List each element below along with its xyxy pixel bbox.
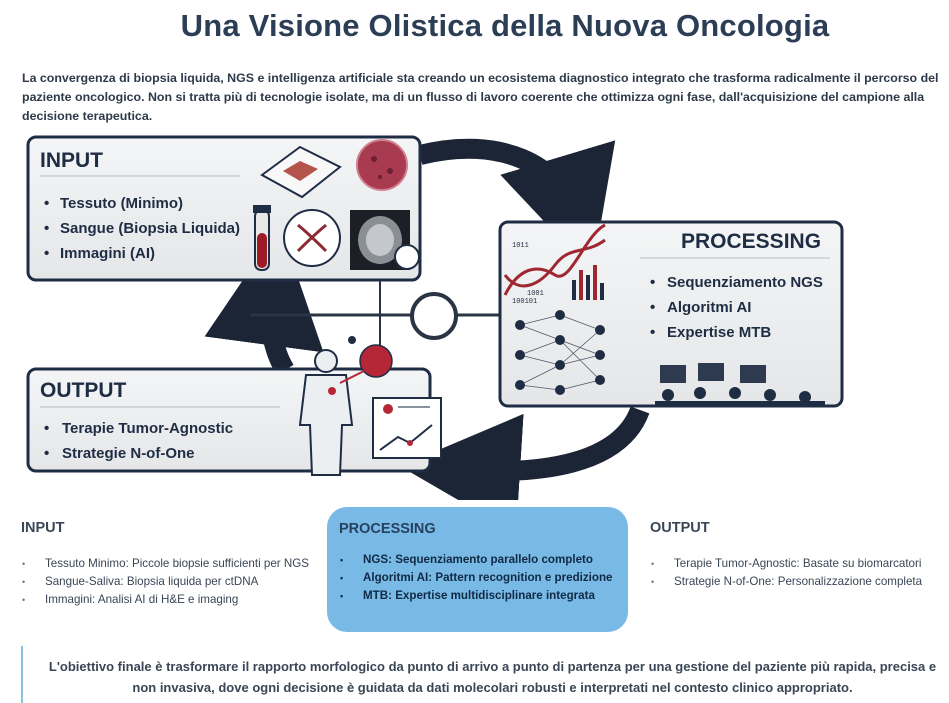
svg-text:•: • [44, 245, 49, 262]
svg-text:•: • [44, 220, 49, 237]
summary-output-item: Strategie N-of-One: Personalizzazione co… [650, 573, 949, 591]
workflow-diagram: INPUT • Tessuto (Minimo) • Sangue (Biopsia… [26, 135, 844, 500]
processing-item-1: Sequenziamento NGS [667, 274, 823, 291]
output-item-1: Terapie Tumor-Agnostic [62, 420, 233, 437]
page-title: Una Visione Olistica della Nuova Oncolog… [180, 8, 830, 43]
binary-text-2: 1001 [527, 290, 544, 298]
input-item-2: Sangue (Biopsia Liquida) [60, 220, 240, 237]
quote-accent-bar [21, 646, 23, 703]
processing-heading: PROCESSING [681, 230, 821, 253]
arrow-processing-to-output [400, 405, 650, 500]
summary-processing-item: Algoritmi AI: Pattern recognition e pred… [339, 569, 613, 587]
summary-processing-item: MTB: Expertise multidisciplinare integra… [339, 587, 613, 605]
intro-paragraph: La convergenza di biopsia liquida, NGS e… [22, 71, 939, 123]
patient-chart-icon [372, 397, 442, 459]
binary-text-3: 100101 [512, 298, 537, 306]
brain-mri-icon [350, 210, 420, 270]
tumor-cell-icon [339, 336, 393, 384]
dna-helix-icon [503, 223, 606, 296]
processing-item-3: Expertise MTB [667, 324, 771, 341]
human-body-icon [298, 349, 354, 476]
summary-input-heading: INPUT [21, 520, 65, 536]
summary-processing-item: NGS: Sequenziamento parallelo completo [339, 551, 613, 569]
summary-input-item: Sangue-Saliva: Biopsia liquida per ctDNA [21, 573, 321, 591]
conclusion-quote: L'obiettivo finale è trasformare il rapp… [48, 659, 937, 695]
hub-circle [410, 292, 458, 340]
neural-network-icon [519, 314, 601, 391]
histology-circle-icon [356, 139, 408, 191]
binary-text-1: 1011 [512, 242, 529, 250]
output-heading: OUTPUT [40, 379, 127, 402]
input-item-3: Immagini (AI) [60, 245, 155, 262]
input-item-1: Tessuto (Minimo) [60, 195, 183, 212]
arrow-output-to-input [204, 225, 324, 376]
processing-panel [498, 220, 844, 408]
input-heading: INPUT [40, 149, 103, 172]
svg-text:•: • [44, 445, 49, 462]
summary-input-item: Immagini: Analisi AI di H&E e imaging [21, 591, 321, 609]
processing-item-2: Algoritmi AI [667, 299, 751, 316]
tissue-slide-icon [260, 145, 342, 199]
summary-output-item: Terapie Tumor-Agnostic: Basate su biomar… [650, 555, 949, 573]
summary-input-item: Tessuto Minimo: Piccole biopsie sufficie… [21, 555, 321, 573]
summary-column-input: INPUT Tessuto Minimo: Piccole biopsie su… [21, 520, 321, 609]
summary-processing-card: PROCESSING NGS: Sequenziamento parallelo… [327, 507, 628, 632]
bar-chart-icon [572, 265, 604, 300]
svg-text:•: • [44, 195, 49, 212]
team-meeting-icon [655, 363, 825, 405]
output-item-2: Strategie N-of-One [62, 445, 195, 462]
dna-magnifier-icon [283, 209, 341, 267]
svg-text:•: • [650, 299, 655, 316]
svg-text:•: • [650, 274, 655, 291]
svg-text:•: • [650, 324, 655, 341]
svg-text:•: • [44, 420, 49, 437]
summary-column-output: OUTPUT Terapie Tumor-Agnostic: Basate su… [650, 520, 949, 591]
summary-processing-heading: PROCESSING [339, 521, 436, 537]
arrow-input-to-processing [417, 138, 616, 273]
summary-output-heading: OUTPUT [650, 520, 710, 536]
blood-tube-icon [253, 205, 271, 271]
